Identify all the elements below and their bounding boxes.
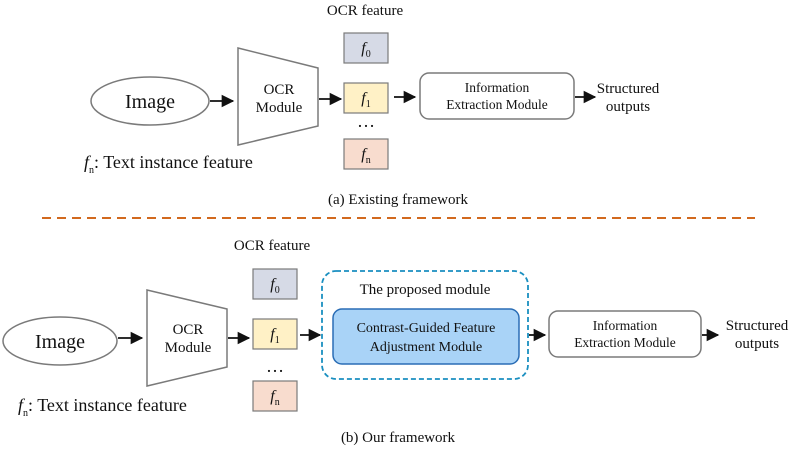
top-image-node <box>90 76 210 126</box>
bottom-ocr-module-line2: Module <box>165 340 212 356</box>
proposed-module-container <box>321 270 529 380</box>
top-ie-line2: Extraction Module <box>446 97 548 112</box>
bottom-image-node <box>2 316 118 366</box>
top-output-line2: outputs <box>606 99 650 115</box>
bottom-feature-f0-label: f0 <box>270 276 279 296</box>
bottom-image-label: Image <box>35 331 85 353</box>
top-feature-fn-box <box>343 138 389 170</box>
top-ocr-feature-label: OCR feature <box>327 3 404 19</box>
bottom-output-line2: outputs <box>735 336 779 352</box>
top-ie-line1: Information <box>465 80 530 95</box>
bottom-feature-fn-box <box>252 380 298 412</box>
bottom-ie-module-node <box>548 310 702 358</box>
bottom-caption: (b) Our framework <box>341 430 456 446</box>
top-ie-module-node <box>419 72 575 120</box>
top-image-label: Image <box>125 91 175 113</box>
contrast-guided-module-node <box>332 308 520 365</box>
top-feature-f0-box <box>343 32 389 64</box>
top-legend: fn: Text instance feature <box>84 152 253 176</box>
bottom-ocr-module-node <box>146 289 228 387</box>
bottom-feature-f1-label: f1 <box>270 326 279 346</box>
top-ocr-module-node <box>237 47 319 146</box>
bottom-ie-line2: Extraction Module <box>574 335 676 350</box>
top-feature-f1-box <box>343 82 389 114</box>
top-ocr-module-line1: OCR <box>264 82 295 98</box>
bottom-feature-fn-label: fn <box>270 388 279 408</box>
contrast-guided-line1: Contrast-Guided Feature <box>357 321 496 336</box>
proposed-module-label: The proposed module <box>360 282 491 298</box>
bottom-feature-f0-box <box>252 268 298 300</box>
top-features-ellipsis: … <box>357 111 375 131</box>
bottom-ocr-feature-label: OCR feature <box>234 238 311 254</box>
top-output-line1: Structured <box>597 81 660 97</box>
bottom-legend: fn: Text instance feature <box>18 395 187 419</box>
contrast-guided-line2: Adjustment Module <box>370 340 482 355</box>
top-feature-fn-label: fn <box>361 146 370 166</box>
bottom-ocr-module-line1: OCR <box>173 322 204 338</box>
bottom-ie-line1: Information <box>593 318 658 333</box>
top-feature-f1-label: f1 <box>361 90 370 110</box>
bottom-feature-f1-box <box>252 318 298 350</box>
top-caption: (a) Existing framework <box>328 192 468 208</box>
bottom-features-ellipsis: … <box>266 356 284 376</box>
top-ocr-module-line2: Module <box>256 100 303 116</box>
bottom-output-line1: Structured <box>726 318 789 334</box>
top-feature-f0-label: f0 <box>361 40 370 60</box>
